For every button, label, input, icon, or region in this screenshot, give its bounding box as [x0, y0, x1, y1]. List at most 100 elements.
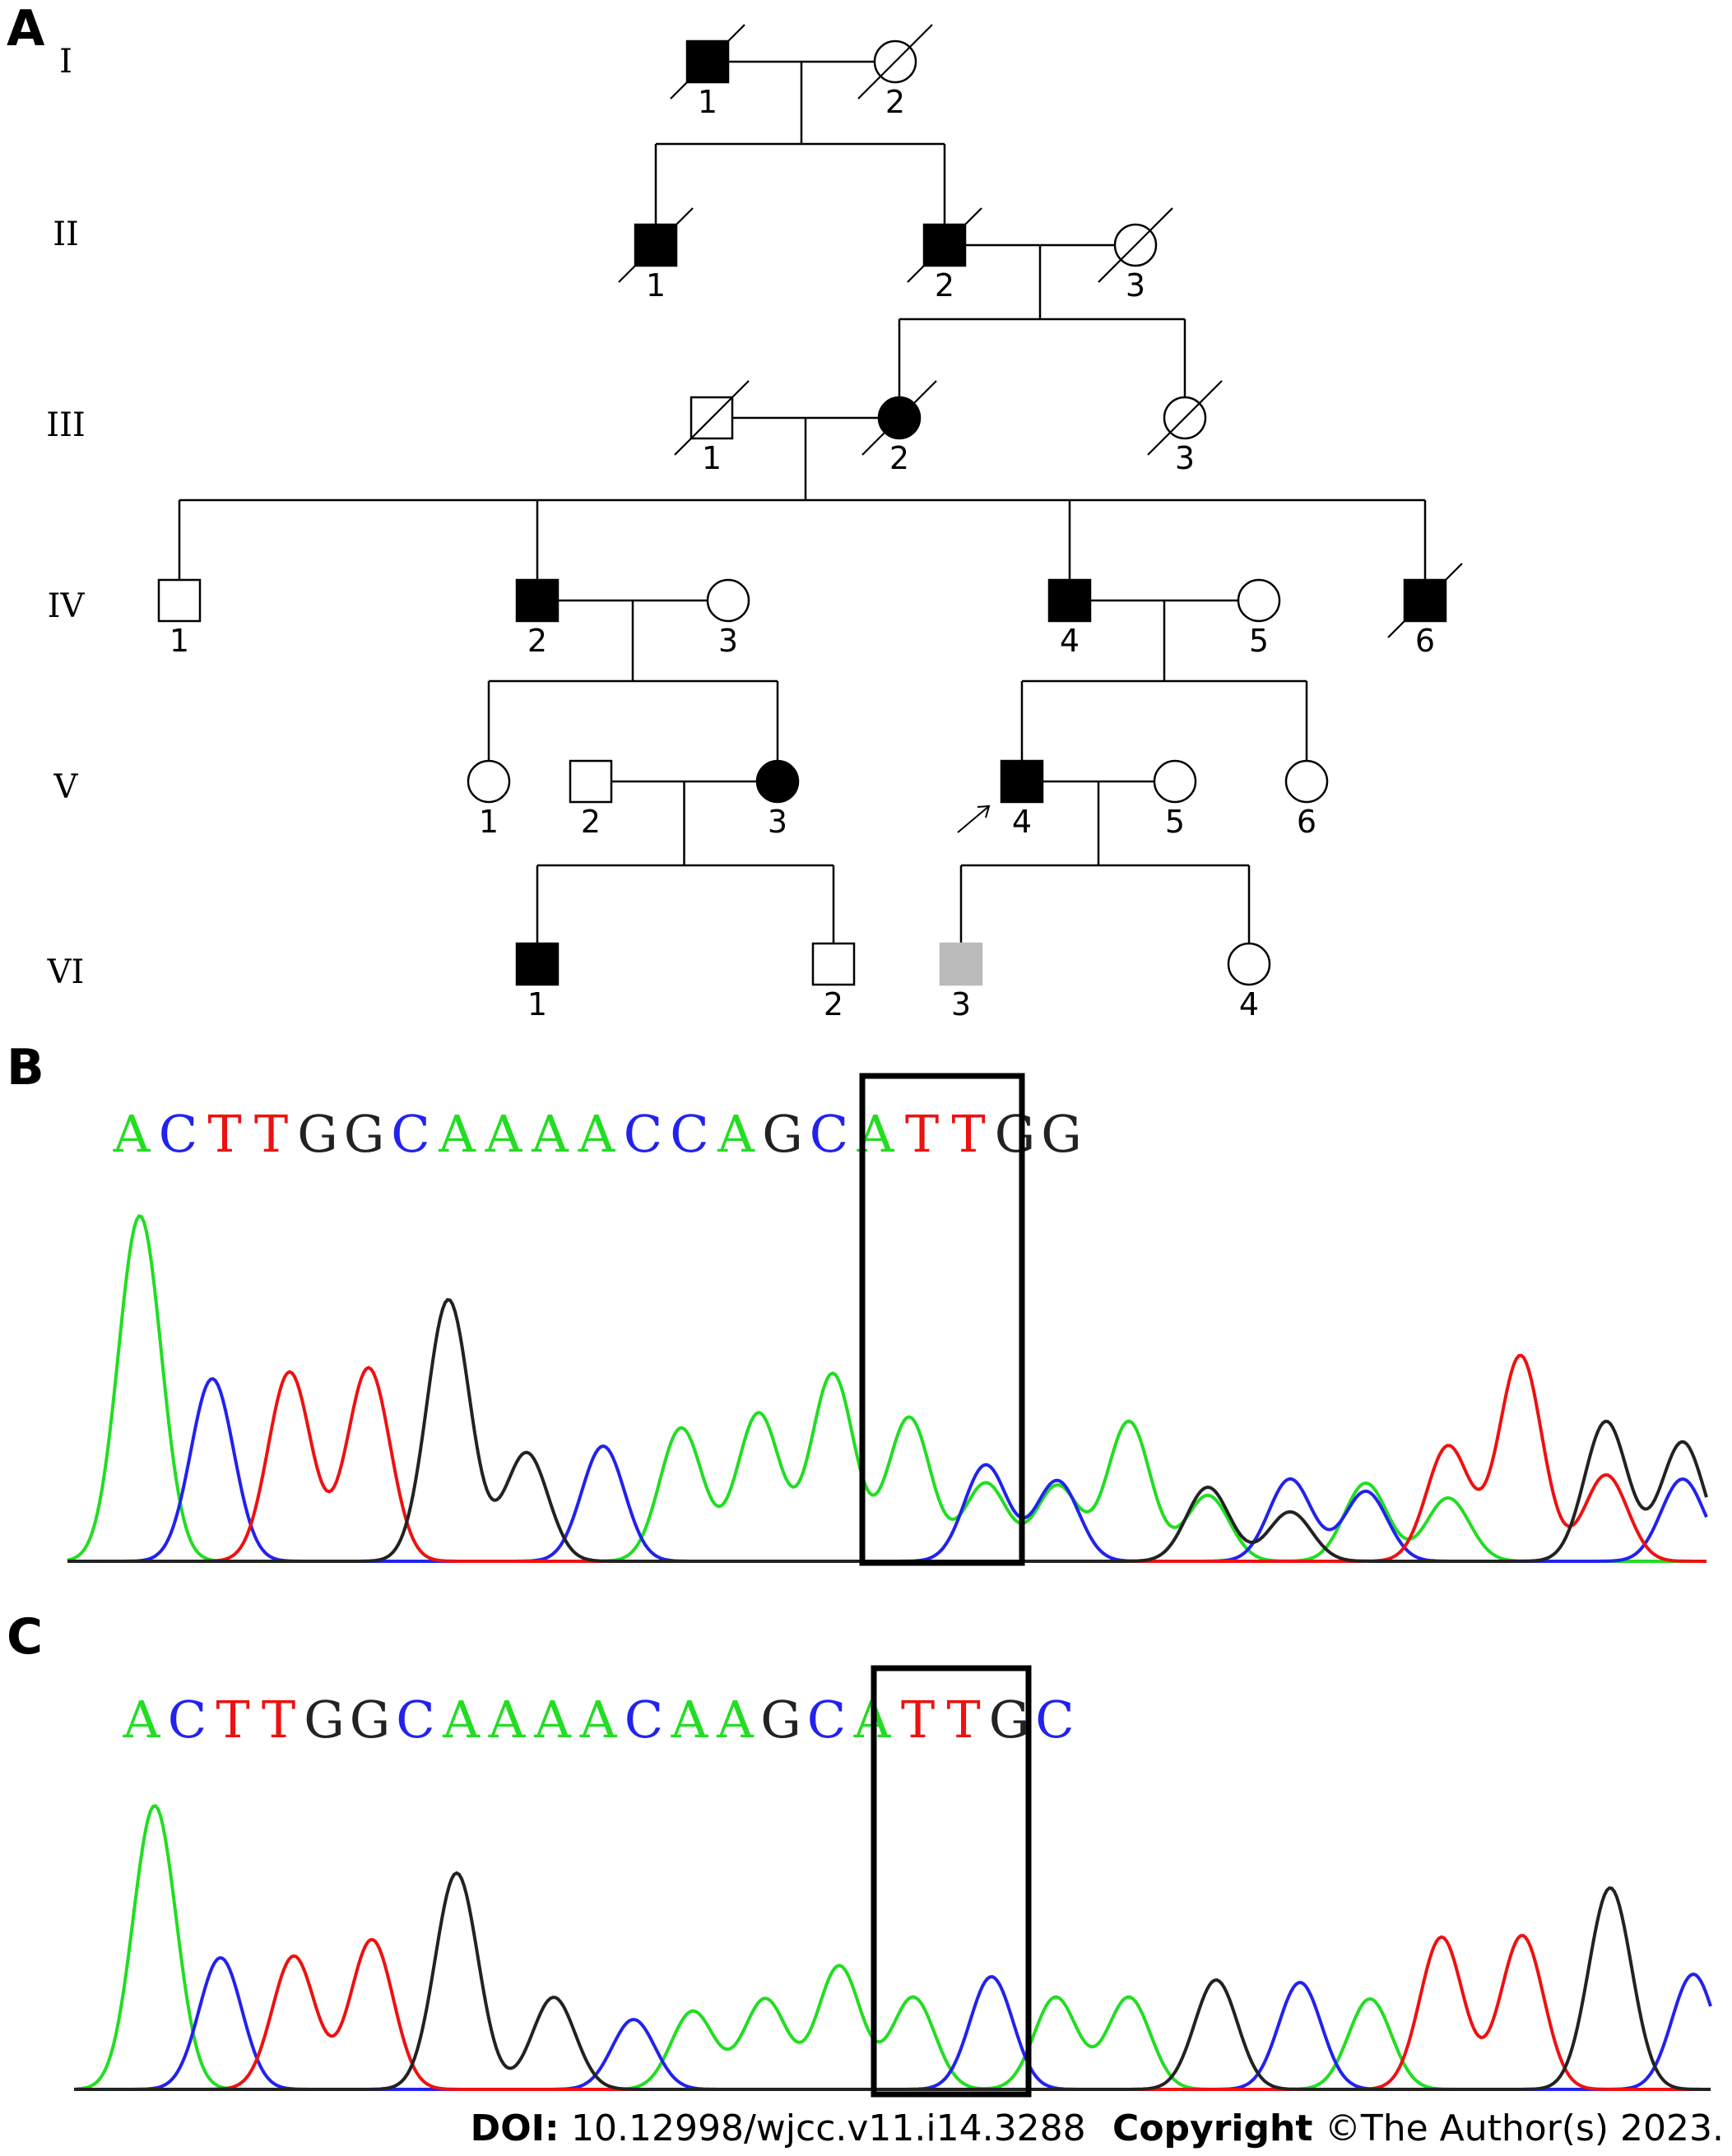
doi-value: 10.12998/wjcc.v11.i14.3288	[571, 2107, 1086, 2149]
base-letter: G	[304, 1690, 345, 1750]
base-letter: C	[810, 1104, 848, 1164]
female-symbol	[706, 578, 750, 623]
male-symbol	[1000, 759, 1044, 804]
individual-number: 6	[1297, 804, 1316, 840]
individual-V-6: 6	[1284, 759, 1329, 840]
base-letter: T	[216, 1690, 249, 1750]
male-symbol	[515, 942, 560, 986]
proband-arrowhead	[977, 804, 991, 818]
individual-number: 3	[1126, 267, 1145, 304]
individual-number: 3	[951, 986, 971, 1022]
mutation-highlight-box-b	[859, 1073, 1025, 1566]
panel-label-b: B	[7, 1039, 44, 1097]
individual-number: 3	[718, 623, 738, 659]
base-letter: G	[989, 1690, 1030, 1750]
individual-IV-5: 5	[1237, 578, 1281, 659]
base-letter: T	[262, 1690, 295, 1750]
base-letter: A	[438, 1104, 476, 1164]
couple-V-4-V-5	[959, 780, 1251, 944]
trace-G	[74, 1871, 1711, 2091]
individual-number: 1	[646, 267, 666, 304]
base-letter: A	[578, 1104, 616, 1164]
trace-G	[67, 1297, 1708, 1563]
individual-number: 3	[1175, 440, 1195, 476]
female-symbol	[1153, 759, 1197, 804]
individual-V-4: 4	[957, 759, 1044, 840]
female-symbol	[1227, 942, 1271, 986]
deceased-slash	[1147, 380, 1223, 456]
deceased-slash	[618, 207, 694, 283]
base-letter: T	[946, 1690, 980, 1750]
individual-V-3: 3	[755, 759, 800, 840]
individual-II-3: 3	[1098, 207, 1173, 304]
gen-label-IV: IV	[48, 587, 86, 625]
deceased-slash	[670, 24, 745, 100]
base-letter: A	[123, 1690, 161, 1750]
individual-number: 4	[1012, 804, 1032, 840]
base-letter: G	[995, 1104, 1036, 1164]
individual-number: 5	[1165, 804, 1185, 840]
male-symbol	[811, 942, 856, 986]
individual-number: 1	[698, 84, 717, 120]
individual-III-2: 2	[861, 380, 937, 476]
couple-IV-2-IV-3	[487, 599, 779, 761]
base-letter: T	[254, 1104, 288, 1164]
individual-number: 2	[889, 440, 909, 476]
individual-number: 2	[527, 623, 547, 659]
individual-IV-3: 3	[706, 578, 750, 659]
individual-IV-4: 4	[1047, 578, 1092, 659]
base-letter: G	[762, 1104, 803, 1164]
base-letter: C	[625, 1690, 663, 1750]
base-letter: C	[1035, 1690, 1074, 1750]
base-letter: G	[760, 1690, 801, 1750]
pedigree-lines	[178, 60, 1427, 944]
male-symbol	[569, 759, 613, 804]
trace-A	[67, 1213, 1706, 1563]
individual-number: 3	[768, 804, 787, 840]
base-letter: T	[951, 1104, 985, 1164]
gen-label-I: I	[59, 43, 72, 81]
male-symbol	[157, 578, 202, 623]
gen-label-II: II	[53, 216, 79, 253]
deceased-slash	[674, 380, 750, 456]
trace-T	[74, 1933, 1711, 2091]
base-letter: C	[807, 1690, 846, 1750]
base-letter: C	[168, 1690, 207, 1750]
base-letter: T	[207, 1104, 241, 1164]
base-letter: C	[391, 1104, 430, 1164]
base-letter: C	[159, 1104, 197, 1164]
copyright-value: ©The Author(s) 2023.	[1325, 2107, 1724, 2149]
individual-number: 1	[527, 986, 547, 1022]
male-symbol	[515, 578, 560, 623]
panel-label-c: C	[7, 1608, 43, 1666]
individual-III-1: 1	[674, 380, 750, 476]
couple-I-1-I-2	[654, 60, 946, 225]
generation-labels: I II III IV V VI	[46, 43, 85, 991]
individual-IV-6: 6	[1387, 563, 1463, 659]
footer-citation: DOI: 10.12998/wjcc.v11.i14.3288 Copyrigh…	[471, 2107, 1724, 2149]
individual-IV-2: 2	[515, 578, 560, 659]
deceased-slash	[1098, 207, 1173, 283]
individual-VI-1: 1	[515, 942, 560, 1022]
deceased-slash	[907, 207, 982, 283]
individual-number: 1	[702, 440, 722, 476]
individual-number: 2	[824, 986, 843, 1022]
individual-VI-3: 3	[939, 942, 983, 1022]
base-letter: T	[901, 1690, 935, 1750]
base-letter: G	[344, 1104, 385, 1164]
base-letter: C	[396, 1690, 434, 1750]
individual-number: 2	[581, 804, 601, 840]
individual-I-1: 1	[670, 24, 745, 120]
individual-IV-1: 1	[157, 578, 202, 659]
base-letter: A	[488, 1690, 527, 1750]
mutation-highlight-box-c	[871, 1665, 1032, 2098]
chromatogram-c	[73, 1804, 1712, 2091]
individual-I-2: 2	[857, 24, 933, 120]
doi-label: DOI:	[471, 2107, 560, 2149]
couple-II-2-II-3	[898, 243, 1186, 397]
base-letter: A	[671, 1690, 709, 1750]
base-letter: T	[905, 1104, 939, 1164]
